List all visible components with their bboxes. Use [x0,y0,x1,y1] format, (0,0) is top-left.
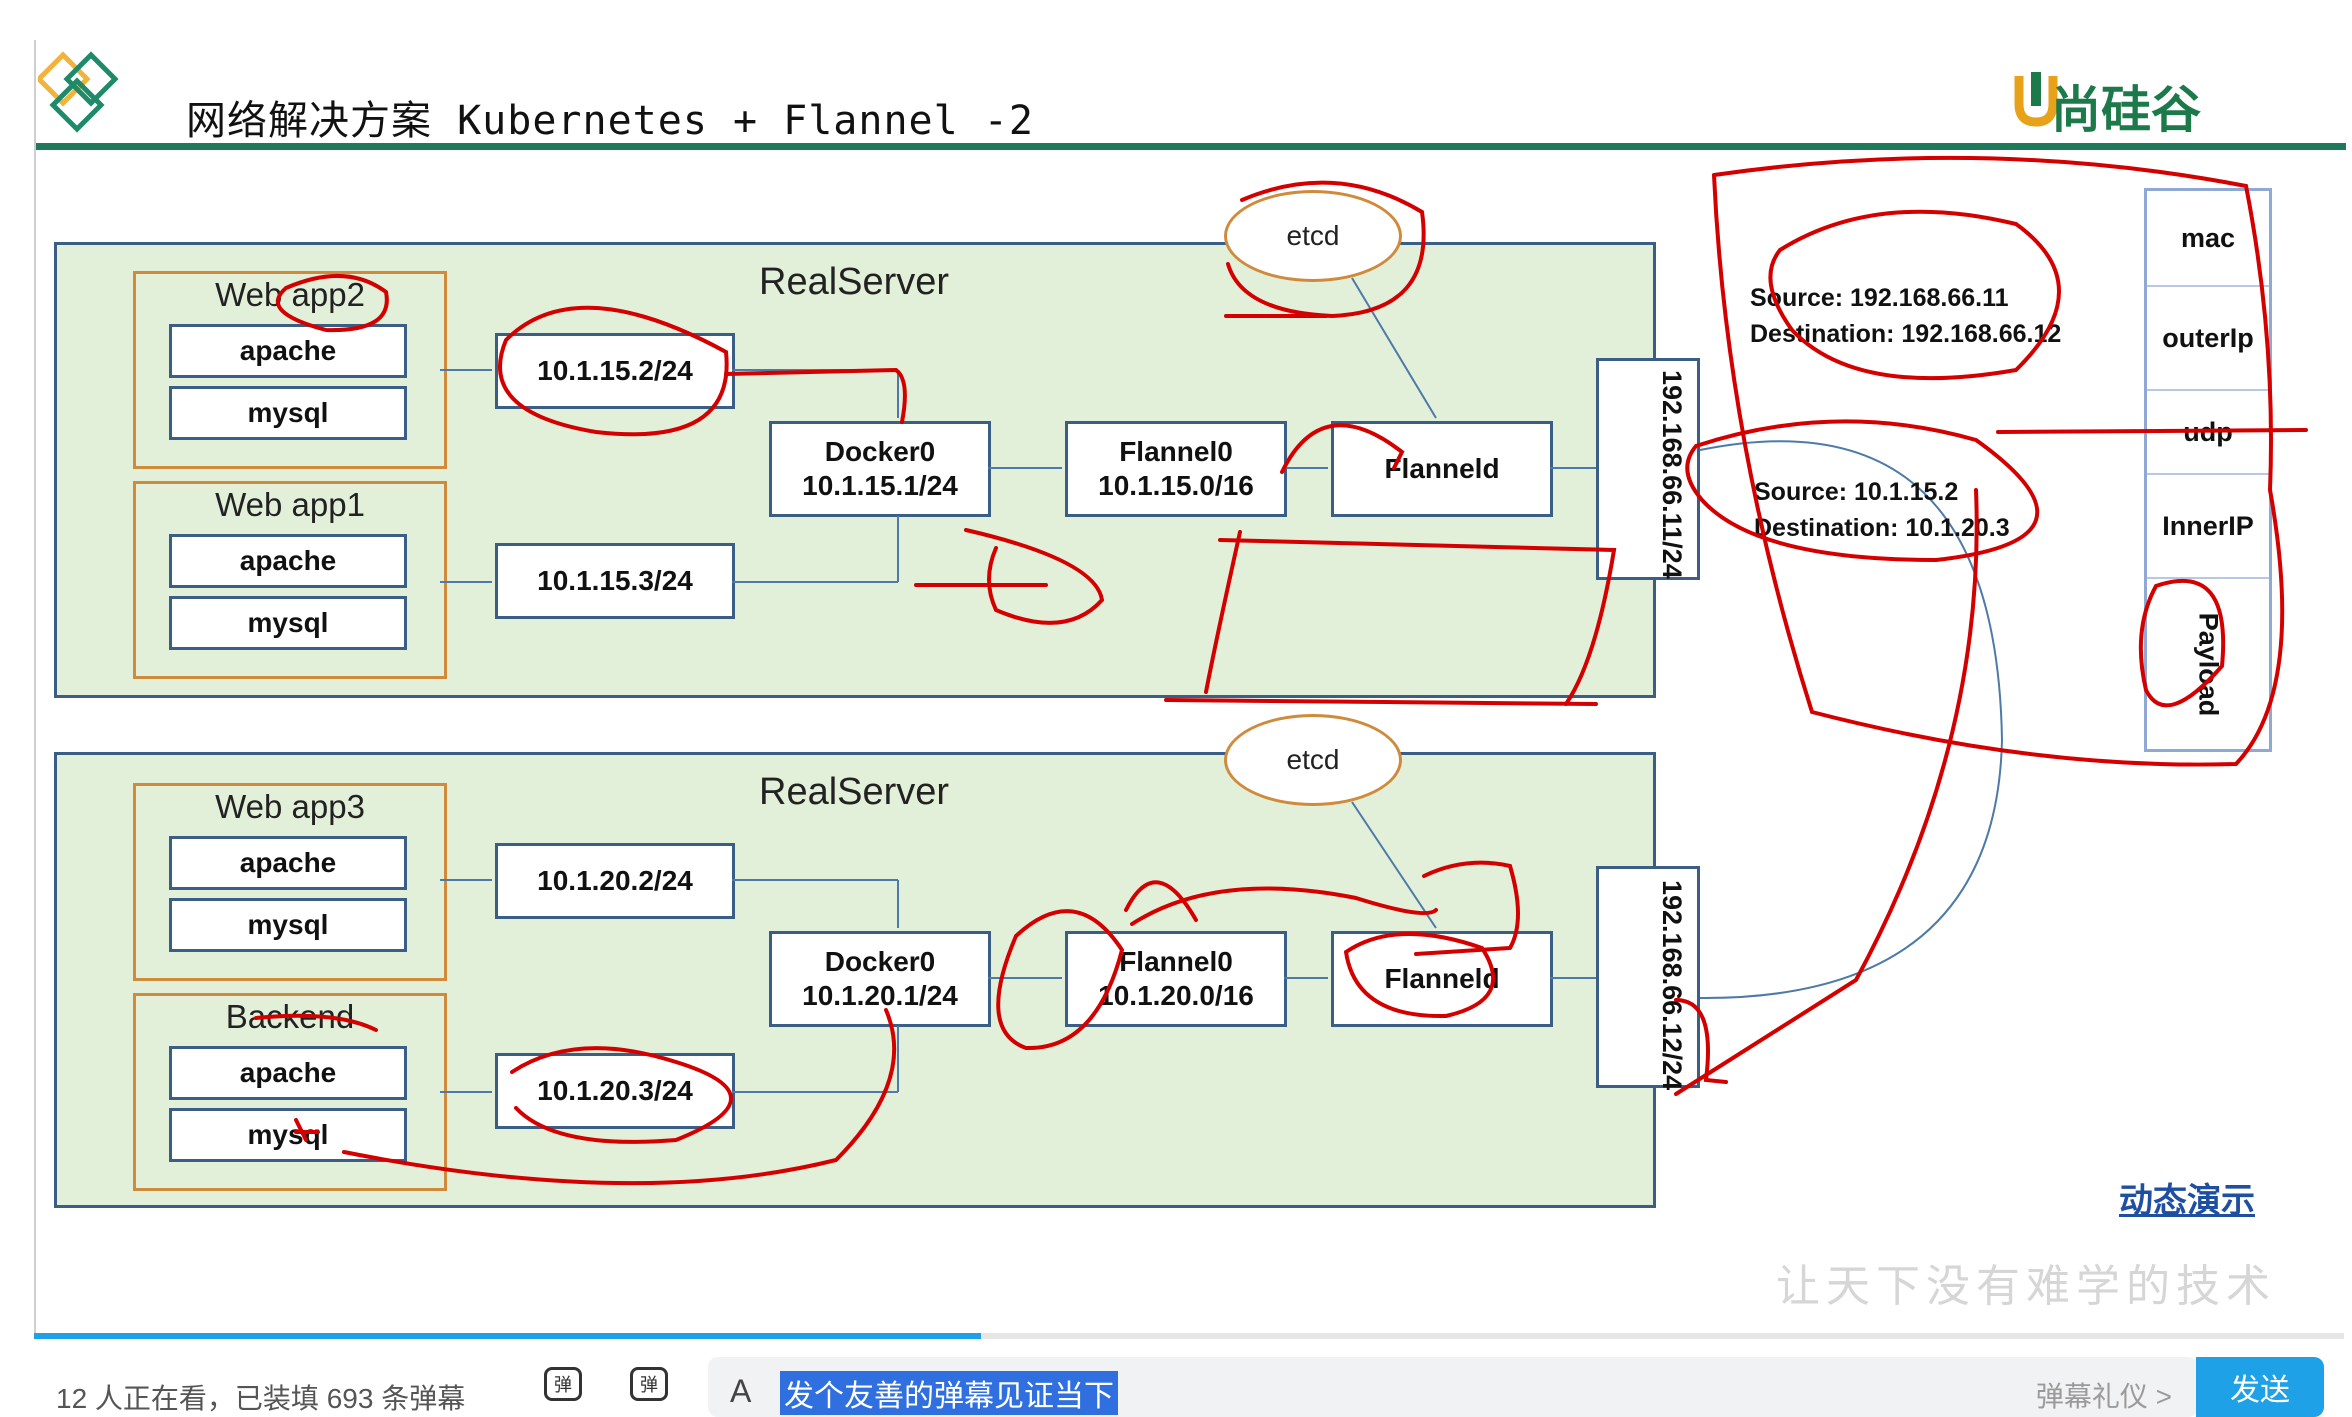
server-1-host-ip-box [1596,358,1700,580]
web-app2-label: Web app2 [215,276,365,313]
server-1-label: RealServer [759,261,950,303]
course-logo-icon [38,51,119,133]
send-button[interactable]: 发送 [2196,1357,2324,1417]
danmaku-toggle-icon[interactable]: 弹 [544,1367,582,1401]
inner-source-label: Source: 10.1.15.2 [1754,478,1959,506]
danmaku-bar: 12 人正在看，已装填 693 条弹幕 弹 弹 A 发个友善的弹幕见证当下 弹幕… [0,1339,2352,1417]
danmaku-input[interactable]: A 发个友善的弹幕见证当下 弹幕礼仪 > [708,1357,2198,1417]
server-2-flanneld: Flanneld [1331,931,1553,1027]
flannel0-cidr: 10.1.20.0/16 [1098,980,1254,1011]
backend-mysql: mysql [169,1108,407,1162]
server-1-flanneld: Flanneld [1331,421,1553,517]
demo-link[interactable]: 动态演示 [2119,1182,2255,1220]
docker0-cidr: 10.1.15.1/24 [802,470,958,501]
server-1-docker0: Docker0 10.1.15.1/24 [769,421,991,517]
danmaku-settings-icon[interactable]: 弹 [630,1367,668,1401]
server-2-host-ip-box [1596,866,1700,1088]
hand-drawn-annotations [254,155,2308,1186]
real-server-2: RealServer Web app3 apache mysql Backend… [54,752,1656,1208]
server-1-ip-a: 10.1.15.2/24 [495,333,735,409]
danmaku-input-placeholder: 发个友善的弹幕见证当下 [780,1371,1118,1415]
outer-destination-label: Destination: 192.168.66.12 [1750,320,2062,348]
web-app2-apache: apache [169,324,407,378]
web-app2-container: Web app2 apache mysql [133,271,447,469]
flannel0-cidr: 10.1.15.0/16 [1098,470,1254,501]
server-2-etcd: etcd [1224,714,1402,806]
stack-mac: mac [2147,191,2269,287]
title-divider [36,143,2346,150]
outer-source-label: Source: 192.168.66.11 [1750,284,2009,312]
server-2-flannel0: Flannel0 10.1.20.0/16 [1065,931,1287,1027]
slide-title: 网络解决方案 Kubernetes + Flannel -2 [186,98,1034,144]
packet-stack: mac outerIp udp InnerIP Payload [2144,188,2272,752]
backend-container: Backend apache mysql [133,993,447,1191]
backend-apache: apache [169,1046,407,1100]
web-app1-apache: apache [169,534,407,588]
web-app1-label: Web app1 [215,486,365,523]
docker0-cidr: 10.1.20.1/24 [802,980,958,1011]
flannel0-name: Flannel0 [1119,946,1233,977]
stack-inner-ip: InnerIP [2147,475,2269,579]
web-app3-label: Web app3 [215,788,365,825]
slogan-watermark: 让天下没有难学的技术 [1776,1261,2276,1312]
inner-destination-label: Destination: 10.1.20.3 [1754,514,2010,542]
brand-name: 尚硅谷 [2051,81,2201,139]
server-2-ip-b: 10.1.20.3/24 [495,1053,735,1129]
docker0-name: Docker0 [824,946,936,977]
font-style-icon[interactable]: A [730,1373,752,1409]
server-1-ip-b: 10.1.15.3/24 [495,543,735,619]
flannel0-name: Flannel0 [1119,436,1233,467]
brand-logo-icon [2014,72,2058,127]
docker0-name: Docker0 [824,436,936,467]
server-1-etcd: etcd [1224,190,1402,282]
web-app2-mysql: mysql [169,386,407,440]
viewer-count: 12 人正在看，已装填 693 条弹幕 [56,1383,466,1414]
server-2-ip-a: 10.1.20.2/24 [495,843,735,919]
web-app1-container: Web app1 apache mysql [133,481,447,679]
stack-outer-ip: outerIp [2147,287,2269,391]
danmaku-etiquette-link[interactable]: 弹幕礼仪 > [2035,1381,2172,1412]
video-progress-fill [34,1333,982,1339]
server-1-flannel0: Flannel0 10.1.15.0/16 [1065,421,1287,517]
slide-canvas: 网络解决方案 Kubernetes + Flannel -2 尚硅谷 RealS… [34,40,2346,1335]
web-app3-apache: apache [169,836,407,890]
video-progress-bar[interactable] [34,1333,2344,1339]
web-app3-container: Web app3 apache mysql [133,783,447,981]
web-app3-mysql: mysql [169,898,407,952]
web-app1-mysql: mysql [169,596,407,650]
server-2-label: RealServer [759,771,950,813]
real-server-1: RealServer Web app2 apache mysql Web app… [54,242,1656,698]
server-2-docker0: Docker0 10.1.20.1/24 [769,931,991,1027]
